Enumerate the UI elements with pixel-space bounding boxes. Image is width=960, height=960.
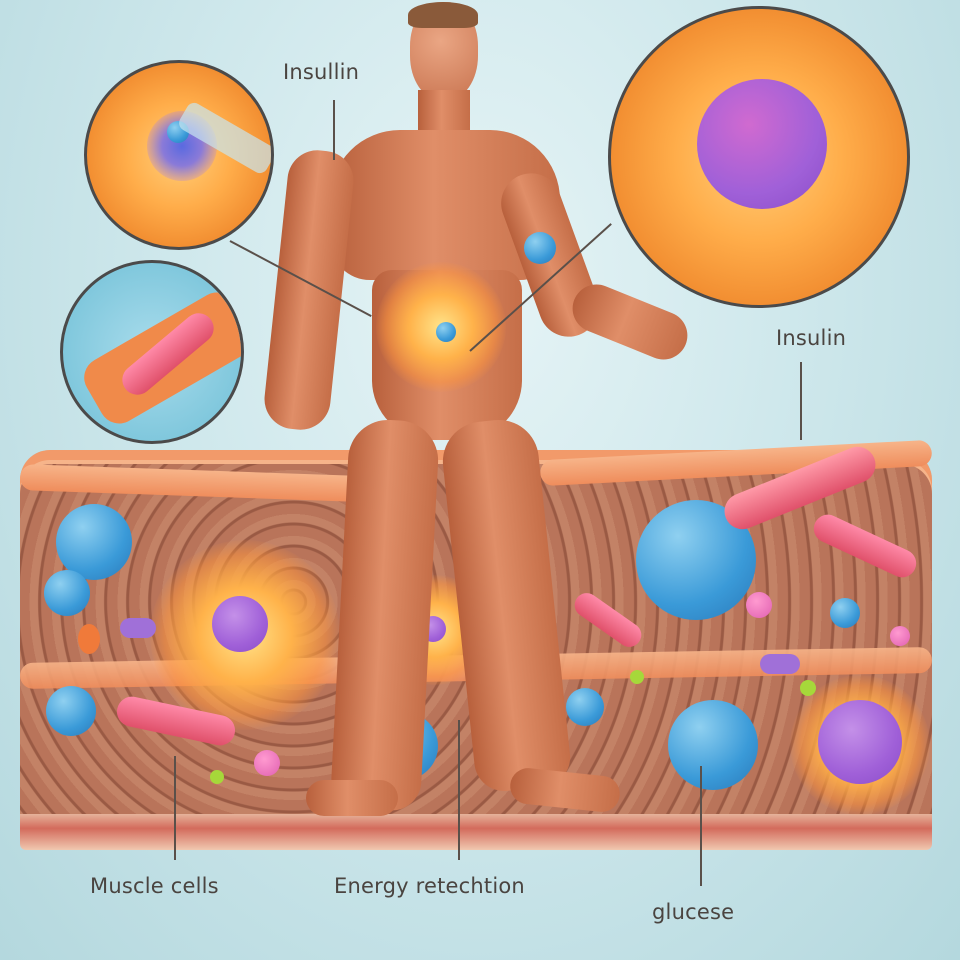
glucose-cell — [46, 686, 96, 736]
label-insulin-top: Insullin — [283, 60, 360, 84]
glucose-cell — [566, 688, 604, 726]
label-muscle-cells: Muscle cells — [90, 874, 219, 898]
inset-insulin-binding — [84, 60, 274, 250]
inset-cell-nucleus — [608, 6, 910, 308]
inset-mitochondria — [60, 260, 244, 444]
label-glucose: glucese — [652, 900, 735, 924]
nucleus — [818, 700, 902, 784]
glucose-cell — [668, 700, 758, 790]
glucose-cell — [56, 504, 132, 580]
glucose-cell — [830, 598, 860, 628]
nucleus — [212, 596, 268, 652]
right-arm — [261, 147, 357, 433]
label-energy-retention: Energy retechtion — [334, 874, 525, 898]
left-forearm — [565, 277, 695, 367]
label-insulin-right: Insulin — [776, 326, 847, 350]
glucose-cell — [44, 570, 90, 616]
